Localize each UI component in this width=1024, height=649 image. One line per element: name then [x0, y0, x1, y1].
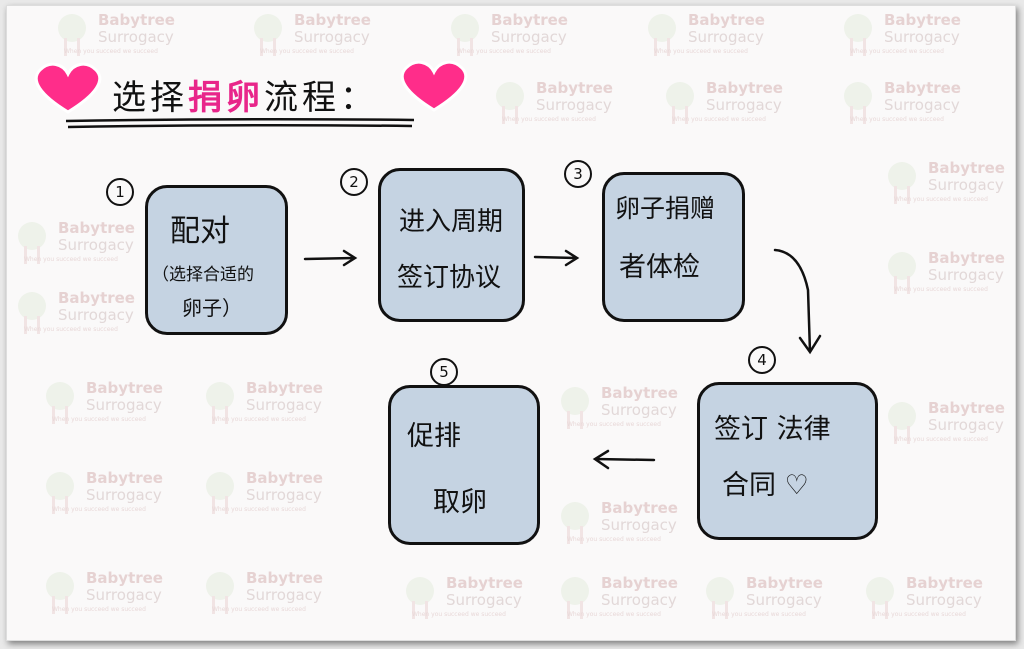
step-1-line-1: 配对: [170, 214, 230, 249]
heart-icon-right: [400, 60, 468, 112]
step-3-line-2: 者体检: [619, 252, 700, 283]
step-number-1: 1: [106, 178, 134, 206]
title-underline: [65, 117, 415, 129]
step-number-4: 4: [748, 346, 776, 374]
heart-icon-left: [34, 62, 102, 114]
step-5-line-2: 取卵: [433, 487, 487, 518]
step-box-1: 配对 （选择合适的 卵子）: [145, 185, 288, 335]
arrow-4-to-5: [592, 449, 656, 470]
step-5-line-1: 促排: [407, 421, 461, 452]
step-box-2: 进入周期 签订协议: [378, 168, 525, 322]
arrow-3-to-4: [773, 248, 822, 355]
step-number-3: 3: [564, 160, 592, 188]
step-1-line-2: （选择合适的: [152, 265, 254, 285]
title-text: 选择: [112, 78, 188, 118]
arrow-2-to-3: [533, 249, 580, 267]
step-4-line-2: 合同 ♡: [722, 470, 809, 501]
step-2-line-2: 签订协议: [397, 263, 502, 293]
step-2-line-1: 进入周期: [399, 207, 504, 237]
step-box-3: 卵子捐赠 者体检: [602, 172, 745, 322]
step-1-line-3: 卵子）: [182, 296, 242, 320]
title-highlight: 捐卵: [188, 78, 264, 118]
step-box-5: 促排 取卵: [388, 385, 540, 545]
step-number-5: 5: [430, 358, 458, 386]
step-3-line-1: 卵子捐赠: [615, 194, 716, 223]
page-title: 选择捐卵流程：: [112, 70, 378, 119]
step-4-line-1: 签订 法律: [714, 414, 831, 445]
arrow-1-to-2: [303, 249, 358, 267]
title-text-end: 流程：: [264, 78, 378, 118]
step-number-2: 2: [340, 168, 368, 196]
step-box-4: 签订 法律 合同 ♡: [697, 382, 878, 540]
